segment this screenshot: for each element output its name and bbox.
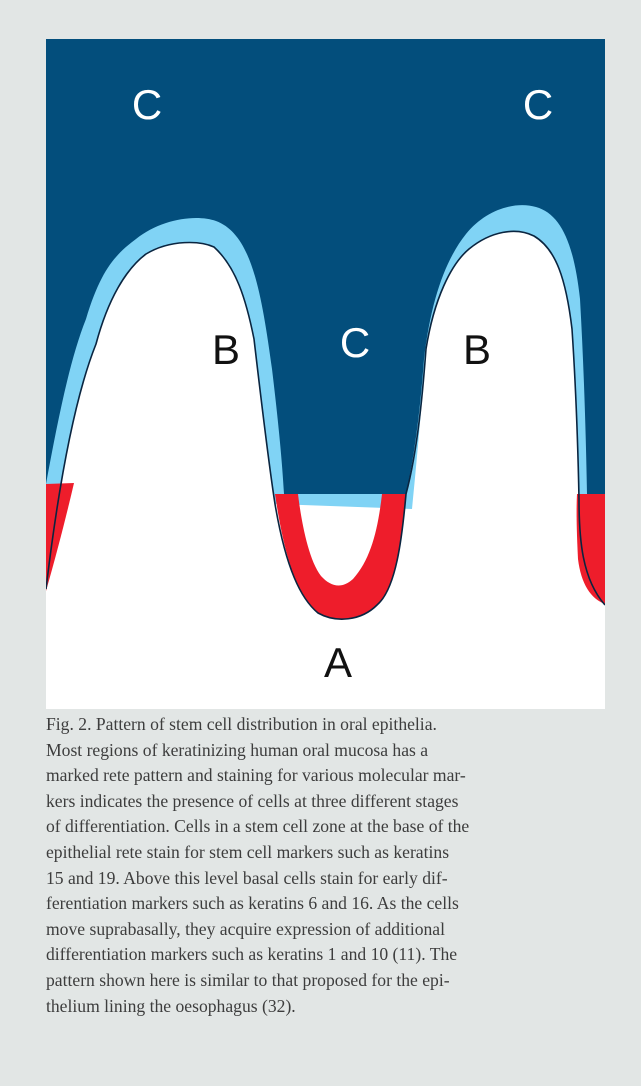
caption-line: Most regions of keratinizing human oral …	[46, 738, 608, 764]
caption-line: marked rete pattern and staining for var…	[46, 763, 608, 789]
caption-line: pattern shown here is similar to that pr…	[46, 968, 608, 994]
caption-line: epithelial rete stain for stem cell mark…	[46, 840, 608, 866]
caption-line: kers indicates the presence of cells at …	[46, 789, 608, 815]
zone-label-b-left: B	[212, 326, 240, 373]
zone-label-b-right: B	[463, 326, 491, 373]
figure-caption: Fig. 2. Pattern of stem cell distributio…	[46, 712, 608, 1019]
caption-line: 15 and 19. Above this level basal cells …	[46, 866, 608, 892]
caption-line: thelium lining the oesophagus (32).	[46, 994, 608, 1020]
caption-line: of differentiation. Cells in a stem cell…	[46, 814, 608, 840]
caption-line: differentiation markers such as keratins…	[46, 942, 608, 968]
caption-line: move suprabasally, they acquire expressi…	[46, 917, 608, 943]
zone-label-c-top-left: C	[132, 81, 162, 128]
zone-label-c-top-right: C	[523, 81, 553, 128]
zone-label-c-middle: C	[340, 319, 370, 366]
epithelium-diagram: C C B C B A	[46, 39, 605, 709]
caption-line: ferentiation markers such as keratins 6 …	[46, 891, 608, 917]
zone-label-a-bottom: A	[324, 639, 352, 686]
caption-line: Fig. 2. Pattern of stem cell distributio…	[46, 712, 608, 738]
